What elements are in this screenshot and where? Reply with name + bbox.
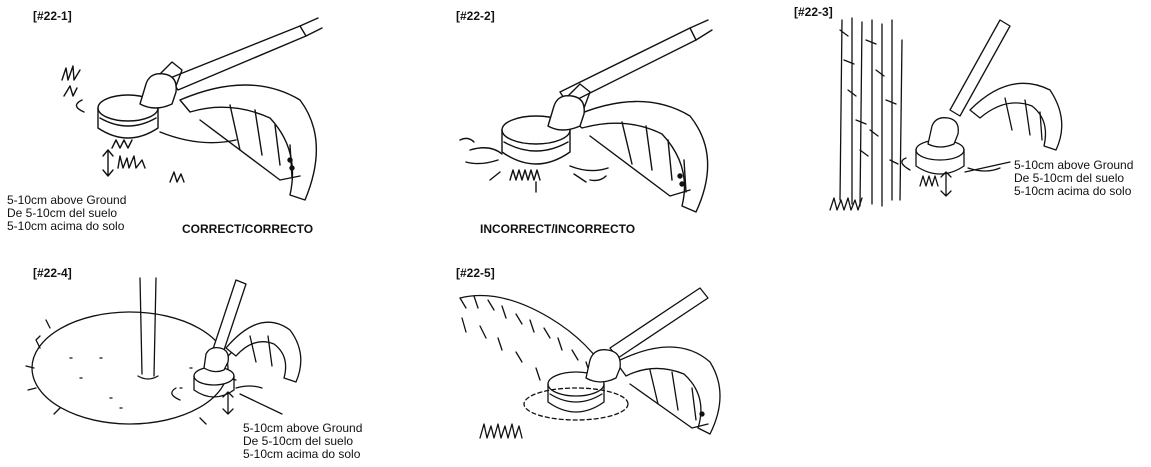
caption-line-pt: 5-10cm acima do solo [7,220,126,233]
trimmer-illustration [440,258,800,467]
trimmer-illustration [440,0,780,240]
height-caption: 5-10cm above Ground De 5-10cm del suelo … [1014,159,1133,198]
height-caption: 5-10cm above Ground De 5-10cm del suelo … [7,194,126,233]
status-label: INCORRECT/INCORRECTO [480,222,635,236]
caption-line-pt: 5-10cm acima do solo [243,448,362,461]
figure-22-3: [#22-3] 5-10cm above Ground De 5-10cm de… [800,0,1151,240]
figure-22-5: [#22-5] [440,258,800,467]
height-caption: 5-10cm above Ground De 5-10cm del suelo … [243,422,362,461]
figure-22-1: [#22-1] 5-10cm a [0,0,380,240]
status-label: CORRECT/CORRECTO [182,222,313,236]
trimmer-illustration [800,0,1151,240]
figure-22-2: [#22-2] INCORRECT/INCORRECTO [440,0,780,240]
figure-22-4: [#22-4] 5-10cm above Gr [0,258,400,467]
caption-line-pt: 5-10cm acima do solo [1014,185,1133,198]
